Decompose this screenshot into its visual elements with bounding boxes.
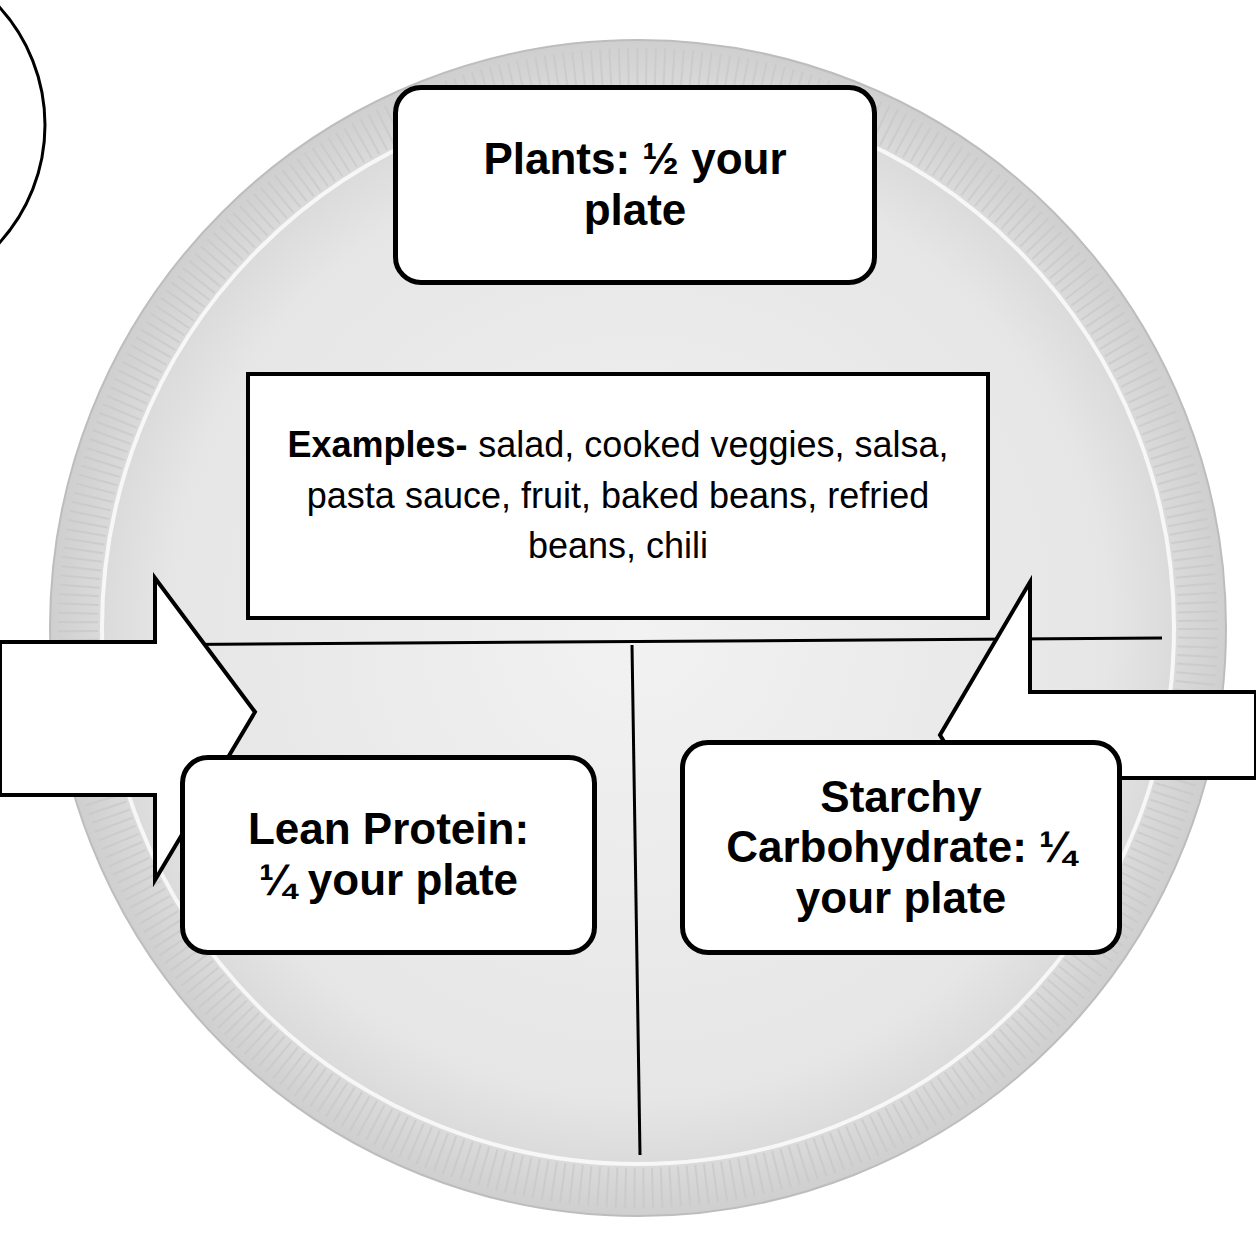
examples-heading: Examples- <box>287 424 467 465</box>
divider-line <box>632 645 640 1155</box>
examples-box: Examples-salad, cooked veggies, salsa, p… <box>246 372 990 620</box>
box-heading: Plants: ½ your plate <box>458 134 812 235</box>
box-heading: Starchy Carbohydrate: ¼ your plate <box>705 772 1097 924</box>
partial-circle <box>0 0 45 300</box>
section-heading-box: Starchy Carbohydrate: ¼ your plate <box>680 740 1122 955</box>
section-heading-box: Lean Protein: ¼ your plate <box>180 755 597 955</box>
section-heading-box: Plants: ½ your plate <box>393 85 877 285</box>
examples-paragraph: Examples-salad, cooked veggies, salsa, p… <box>268 420 968 571</box>
box-heading: Lean Protein: ¼ your plate <box>235 804 542 905</box>
plate <box>50 40 1226 1216</box>
